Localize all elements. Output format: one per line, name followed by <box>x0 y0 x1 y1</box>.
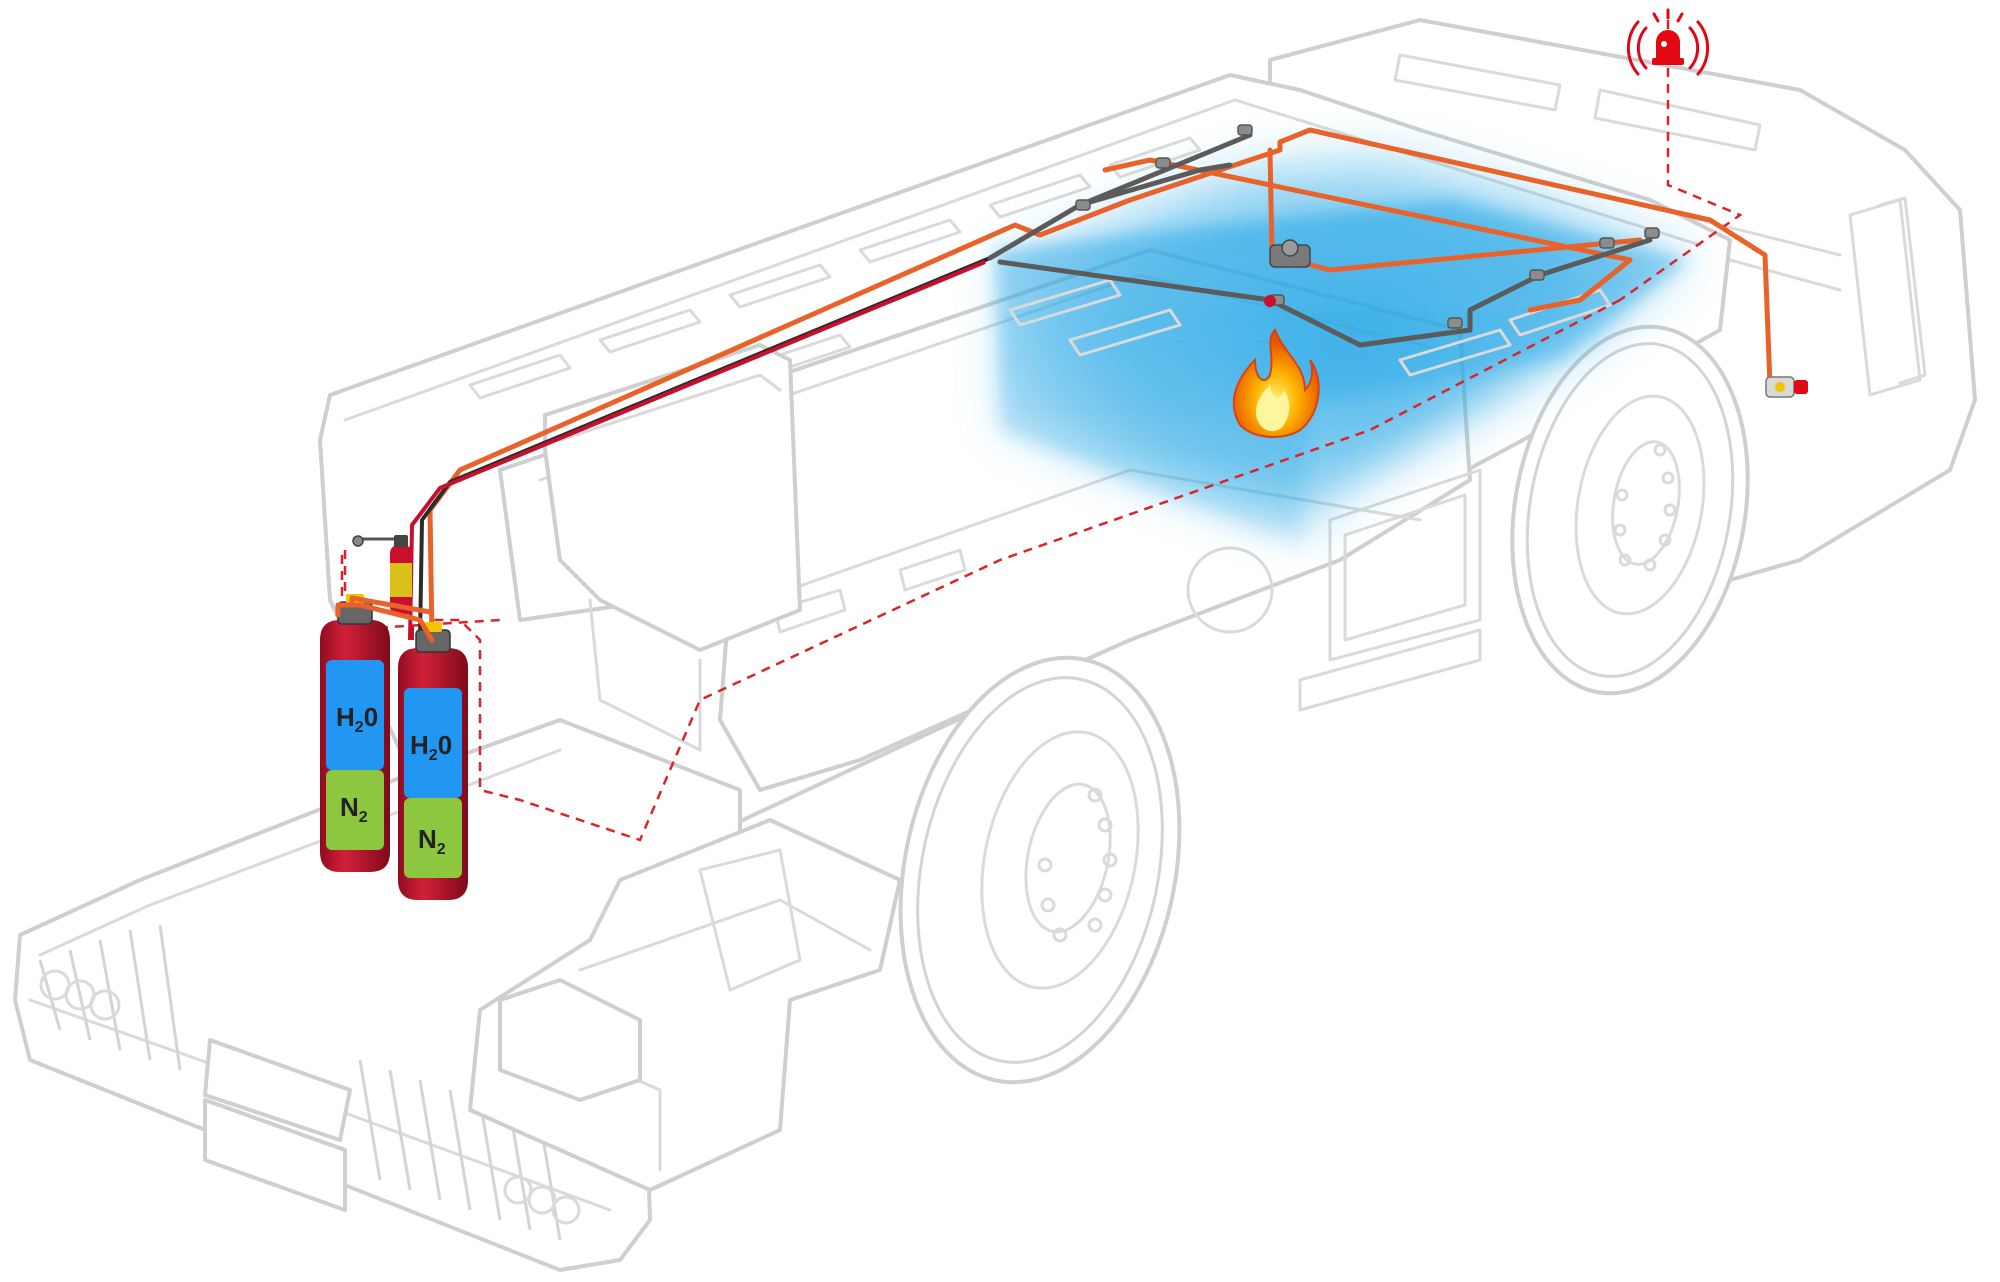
nitrogen-zone <box>326 770 384 850</box>
cylinder-left: H20 N2 <box>320 594 390 872</box>
nitrogen-label: N <box>340 792 359 822</box>
water-label-tail: 0 <box>364 702 378 732</box>
spray-nozzles <box>1075 124 1660 329</box>
detection-dashed-line <box>340 20 1743 842</box>
svg-text:N2: N2 <box>340 792 368 826</box>
water-zone <box>326 660 384 770</box>
cylinder-right: H20 N2 <box>398 622 468 900</box>
front-headlights-left <box>39 969 121 1021</box>
nitrogen-subscript: 2 <box>437 841 446 858</box>
svg-text:H20: H20 <box>336 702 378 736</box>
front-headlights-right <box>503 1175 581 1225</box>
seat <box>498 978 642 1102</box>
rear-cab-window <box>1848 196 1927 397</box>
water-subscript: 2 <box>355 719 364 736</box>
water-label-tail: 0 <box>438 730 452 760</box>
alarm-beacon-icon <box>1626 8 1710 76</box>
nitrogen-zone <box>404 798 462 878</box>
manifold-valve <box>1269 239 1311 268</box>
svg-text:N2: N2 <box>418 824 446 858</box>
front-wheel <box>898 655 1182 1085</box>
water-subscript: 2 <box>429 747 438 764</box>
supply-pipe-orange <box>427 127 1773 643</box>
bumper-hatching <box>38 924 562 1241</box>
nitrogen-label: N <box>418 824 437 854</box>
water-label: H <box>336 702 355 732</box>
cylinder-connectors <box>335 595 435 643</box>
nitrogen-subscript: 2 <box>359 809 368 826</box>
mid-block <box>543 343 802 652</box>
svg-text:H20: H20 <box>410 730 452 764</box>
distribution-piping <box>408 124 1773 643</box>
extinguisher-icon <box>352 535 412 615</box>
water-zone <box>404 688 462 798</box>
rear-wheel <box>1510 324 1750 696</box>
fire-icon <box>1232 328 1320 438</box>
side-door <box>1328 468 1482 662</box>
water-label: H <box>410 730 429 760</box>
manual-release-icon <box>1765 376 1808 398</box>
